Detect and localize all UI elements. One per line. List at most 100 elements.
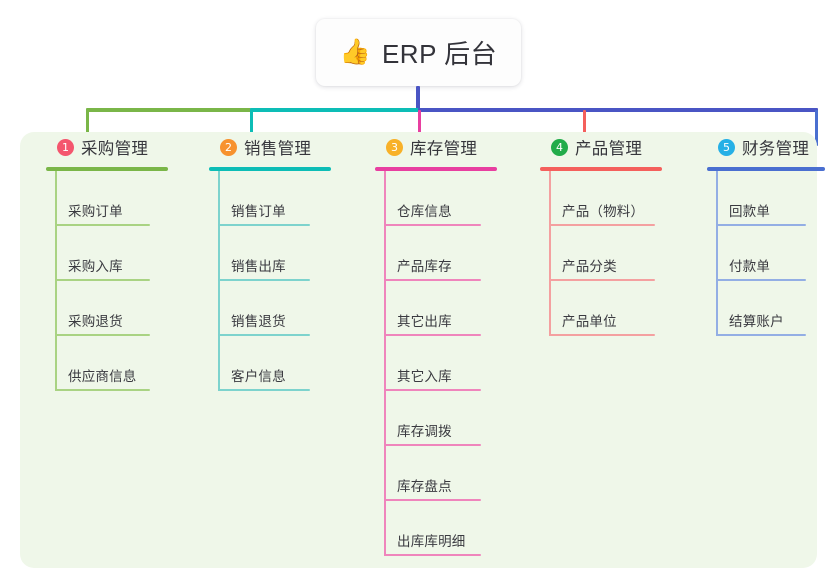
leaf-node[interactable]: 回款单 [707, 171, 825, 226]
leaf-label: 产品库存 [397, 259, 452, 274]
branch-spine-4 [549, 171, 551, 336]
leaf-rule [55, 224, 150, 226]
branch-rule-4 [540, 167, 662, 171]
leaf-rule [384, 334, 481, 336]
leaf-node[interactable]: 出库库明细 [375, 501, 497, 556]
branch-badge-1: 1 [57, 138, 74, 156]
leaf-label: 产品单位 [562, 314, 617, 329]
branch-leaf-list-5: 回款单付款单结算账户 [707, 171, 825, 336]
leaf-label: 库存盘点 [397, 479, 452, 494]
leaf-label: 出库库明细 [397, 534, 466, 549]
branch-drop-2 [250, 110, 253, 146]
leaf-node[interactable]: 产品单位 [540, 281, 662, 336]
leaf-label: 采购入库 [68, 259, 123, 274]
branch-rule-5 [707, 167, 825, 171]
branch-leaf-list-4: 产品（物料） 产品分类产品单位 [540, 171, 662, 336]
leaf-rule [55, 279, 150, 281]
root-node-label: ERP 后台 [381, 39, 498, 69]
leaf-node[interactable]: 其它入库 [375, 336, 497, 391]
leaf-label: 产品（物料） [562, 204, 645, 219]
leaf-rule [384, 444, 481, 446]
leaf-node[interactable]: 仓库信息 [375, 171, 497, 226]
branch-spine-2 [218, 171, 220, 391]
bus-segment-1 [86, 108, 251, 112]
branch-leaf-list-3: 仓库信息产品库存其它出库其它入库库存调拨库存盘点出库库明细 [375, 171, 497, 556]
branch-spine-1 [55, 171, 57, 391]
leaf-node[interactable]: 供应商信息 [46, 336, 168, 391]
leaf-rule [716, 334, 806, 336]
leaf-rule [218, 389, 310, 391]
leaf-node[interactable]: 客户信息 [209, 336, 331, 391]
leaf-label: 库存调拨 [397, 424, 452, 439]
leaf-node[interactable]: 库存调拨 [375, 391, 497, 446]
leaf-node[interactable]: 结算账户 [707, 281, 825, 336]
branch-drop-5 [815, 110, 818, 146]
leaf-node[interactable]: 库存盘点 [375, 446, 497, 501]
leaf-rule [218, 334, 310, 336]
leaf-rule [384, 279, 481, 281]
leaf-label: 其它入库 [397, 369, 452, 384]
leaf-node[interactable]: 销售退货 [209, 281, 331, 336]
branch-drop-4 [583, 110, 586, 146]
leaf-node[interactable]: 其它出库 [375, 281, 497, 336]
leaf-node[interactable]: 销售出库 [209, 226, 331, 281]
branch-badge-5: 5 [718, 138, 735, 156]
leaf-rule [384, 554, 481, 556]
branch-rule-3 [375, 167, 497, 171]
branch-header-3[interactable]: 3 库存管理 [375, 132, 497, 162]
branch-rule-1 [46, 167, 168, 171]
branch-leaf-list-1: 采购订单采购入库采购退货供应商信息 [46, 171, 168, 391]
branch-badge-4: 4 [551, 138, 568, 156]
leaf-label: 销售订单 [231, 204, 286, 219]
leaf-node[interactable]: 销售订单 [209, 171, 331, 226]
root-stem-connector [416, 86, 420, 112]
branch-spine-5 [716, 171, 718, 336]
leaf-label: 采购退货 [68, 314, 123, 329]
leaf-rule [384, 224, 481, 226]
leaf-rule [549, 224, 655, 226]
leaf-label: 销售出库 [231, 259, 286, 274]
leaf-rule [716, 224, 806, 226]
leaf-node[interactable]: 产品分类 [540, 226, 662, 281]
branch-rule-2 [209, 167, 331, 171]
thumbs-up-icon: 👍 [339, 38, 371, 66]
leaf-node[interactable]: 采购退货 [46, 281, 168, 336]
leaf-node[interactable]: 产品库存 [375, 226, 497, 281]
leaf-label: 回款单 [729, 204, 771, 219]
branch-title-2: 销售管理 [244, 140, 312, 158]
branch-spine-3 [384, 171, 386, 556]
leaf-label: 产品分类 [562, 259, 617, 274]
leaf-label: 销售退货 [231, 314, 286, 329]
branch-title-3: 库存管理 [410, 140, 478, 158]
leaf-label: 付款单 [729, 259, 771, 274]
branch-badge-3: 3 [386, 138, 403, 156]
leaf-rule [716, 279, 806, 281]
leaf-rule [218, 224, 310, 226]
leaf-node[interactable]: 付款单 [707, 226, 825, 281]
leaf-rule [384, 389, 481, 391]
branch-column-3: 3 库存管理仓库信息产品库存其它出库其它入库库存调拨库存盘点出库库明细 [375, 132, 497, 556]
bus-segment-2 [250, 108, 419, 112]
leaf-node[interactable]: 产品（物料） [540, 171, 662, 226]
root-node[interactable]: 👍 ERP 后台 [316, 19, 521, 86]
leaf-label: 结算账户 [729, 314, 784, 329]
leaf-label: 供应商信息 [68, 369, 137, 384]
branch-drop-1 [86, 110, 89, 146]
leaf-node[interactable]: 采购订单 [46, 171, 168, 226]
branch-leaf-list-2: 销售订单销售出库销售退货客户信息 [209, 171, 331, 391]
leaf-label: 其它出库 [397, 314, 452, 329]
leaf-node[interactable]: 采购入库 [46, 226, 168, 281]
branch-drop-3 [418, 110, 421, 146]
leaf-rule [549, 334, 655, 336]
leaf-label: 采购订单 [68, 204, 123, 219]
bus-segment-3 [418, 108, 818, 112]
